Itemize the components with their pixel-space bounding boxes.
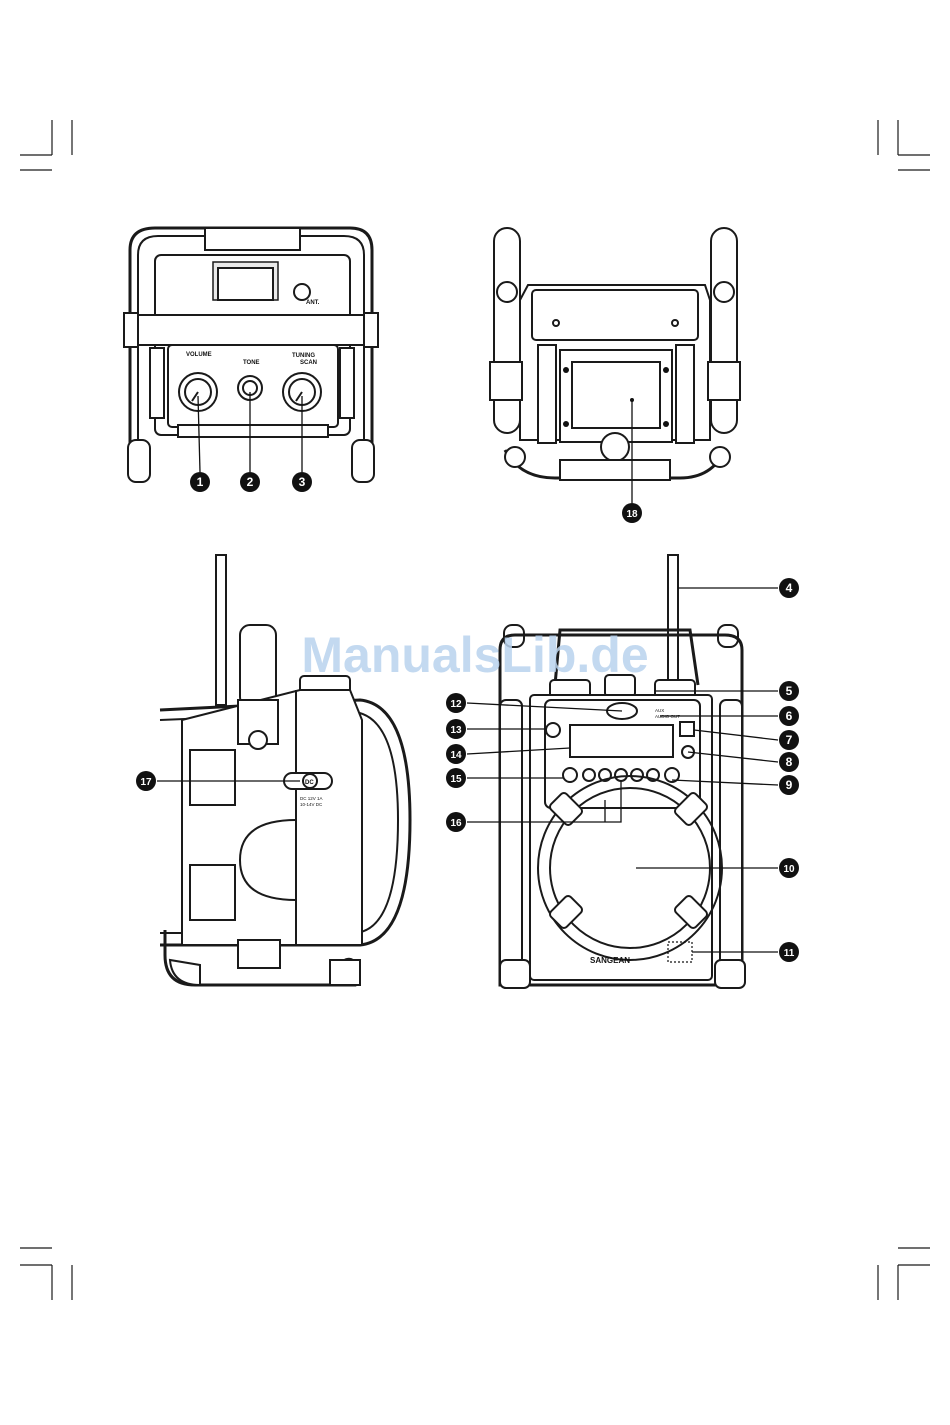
callout-16: 16	[446, 812, 466, 832]
back-view	[490, 228, 740, 503]
callout-10: 10	[779, 858, 799, 878]
callout-8: 8	[779, 752, 799, 772]
antenna-label: ANT.	[306, 300, 320, 306]
svg-text:15: 15	[450, 774, 462, 785]
svg-text:16: 16	[450, 818, 462, 829]
callout-3: 3	[292, 472, 312, 492]
volume-label: VOLUME	[186, 352, 212, 358]
svg-text:12: 12	[450, 699, 462, 710]
dc-label: DC	[305, 780, 314, 786]
callout-4: 4	[779, 578, 799, 598]
callout-13: 13	[446, 719, 466, 739]
callout-9: 9	[779, 775, 799, 795]
svg-text:1: 1	[197, 475, 204, 489]
callout-2: 2	[240, 472, 260, 492]
svg-text:11: 11	[784, 948, 795, 959]
callout-12: 12	[446, 693, 466, 713]
dc-spec-2: 10-14V DC	[300, 802, 323, 807]
dc-spec-1: DC 12V 1A	[300, 796, 323, 801]
callout-17: 17	[136, 771, 156, 791]
scan-label: SCAN	[300, 360, 317, 366]
svg-text:5: 5	[786, 684, 793, 698]
callout-18: 18	[622, 503, 642, 523]
callout-5: 5	[779, 681, 799, 701]
svg-text:8: 8	[786, 755, 793, 769]
svg-text:17: 17	[140, 777, 152, 788]
callout-14: 14	[446, 744, 466, 764]
svg-text:10: 10	[783, 864, 795, 875]
side-view: DC DC 12V 1A 10-14V DC	[157, 555, 410, 985]
callout-11: 11	[779, 942, 799, 962]
svg-text:3: 3	[299, 475, 306, 489]
svg-text:13: 13	[450, 725, 462, 736]
svg-text:18: 18	[626, 509, 638, 520]
callout-1: 1	[190, 472, 210, 492]
aux-label: AUX	[655, 708, 664, 713]
svg-text:7: 7	[786, 733, 793, 747]
watermark-text: ManualsLib.de	[301, 627, 648, 683]
callout-6: 6	[779, 706, 799, 726]
svg-text:4: 4	[786, 581, 793, 595]
tone-label: TONE	[243, 360, 260, 366]
callout-7: 7	[779, 730, 799, 750]
svg-text:6: 6	[786, 709, 793, 723]
svg-text:14: 14	[450, 750, 462, 761]
top-view: ANT. VOLUME TONE TUNING SCAN	[124, 228, 378, 482]
svg-text:2: 2	[247, 475, 254, 489]
svg-text:9: 9	[786, 778, 793, 792]
tuning-label: TUNING	[292, 353, 315, 359]
callout-15: 15	[446, 768, 466, 788]
front-view: AUX AUDIO OUT SANGEAN	[467, 555, 778, 988]
lcd-display	[570, 725, 673, 757]
brand-logo: SANGEAN	[590, 956, 630, 965]
